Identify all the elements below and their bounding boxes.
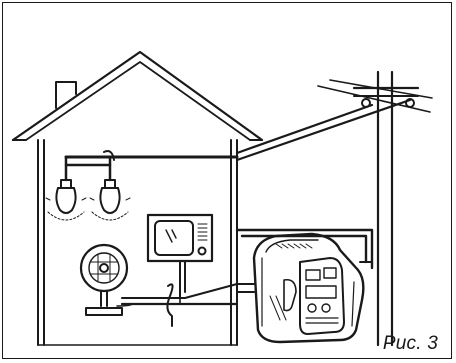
overhead-line — [235, 79, 433, 162]
utility-pole — [352, 70, 420, 347]
television-icon — [146, 213, 214, 299]
generator-icon — [252, 232, 365, 344]
light-bulb-left-icon — [45, 179, 87, 221]
house-wiring — [120, 283, 255, 327]
ceiling-wiring — [64, 150, 239, 182]
house — [11, 50, 264, 346]
light-bulb-right-icon — [89, 179, 131, 221]
figure-caption: Рис. 3 — [382, 333, 438, 354]
fan-icon — [79, 243, 133, 316]
